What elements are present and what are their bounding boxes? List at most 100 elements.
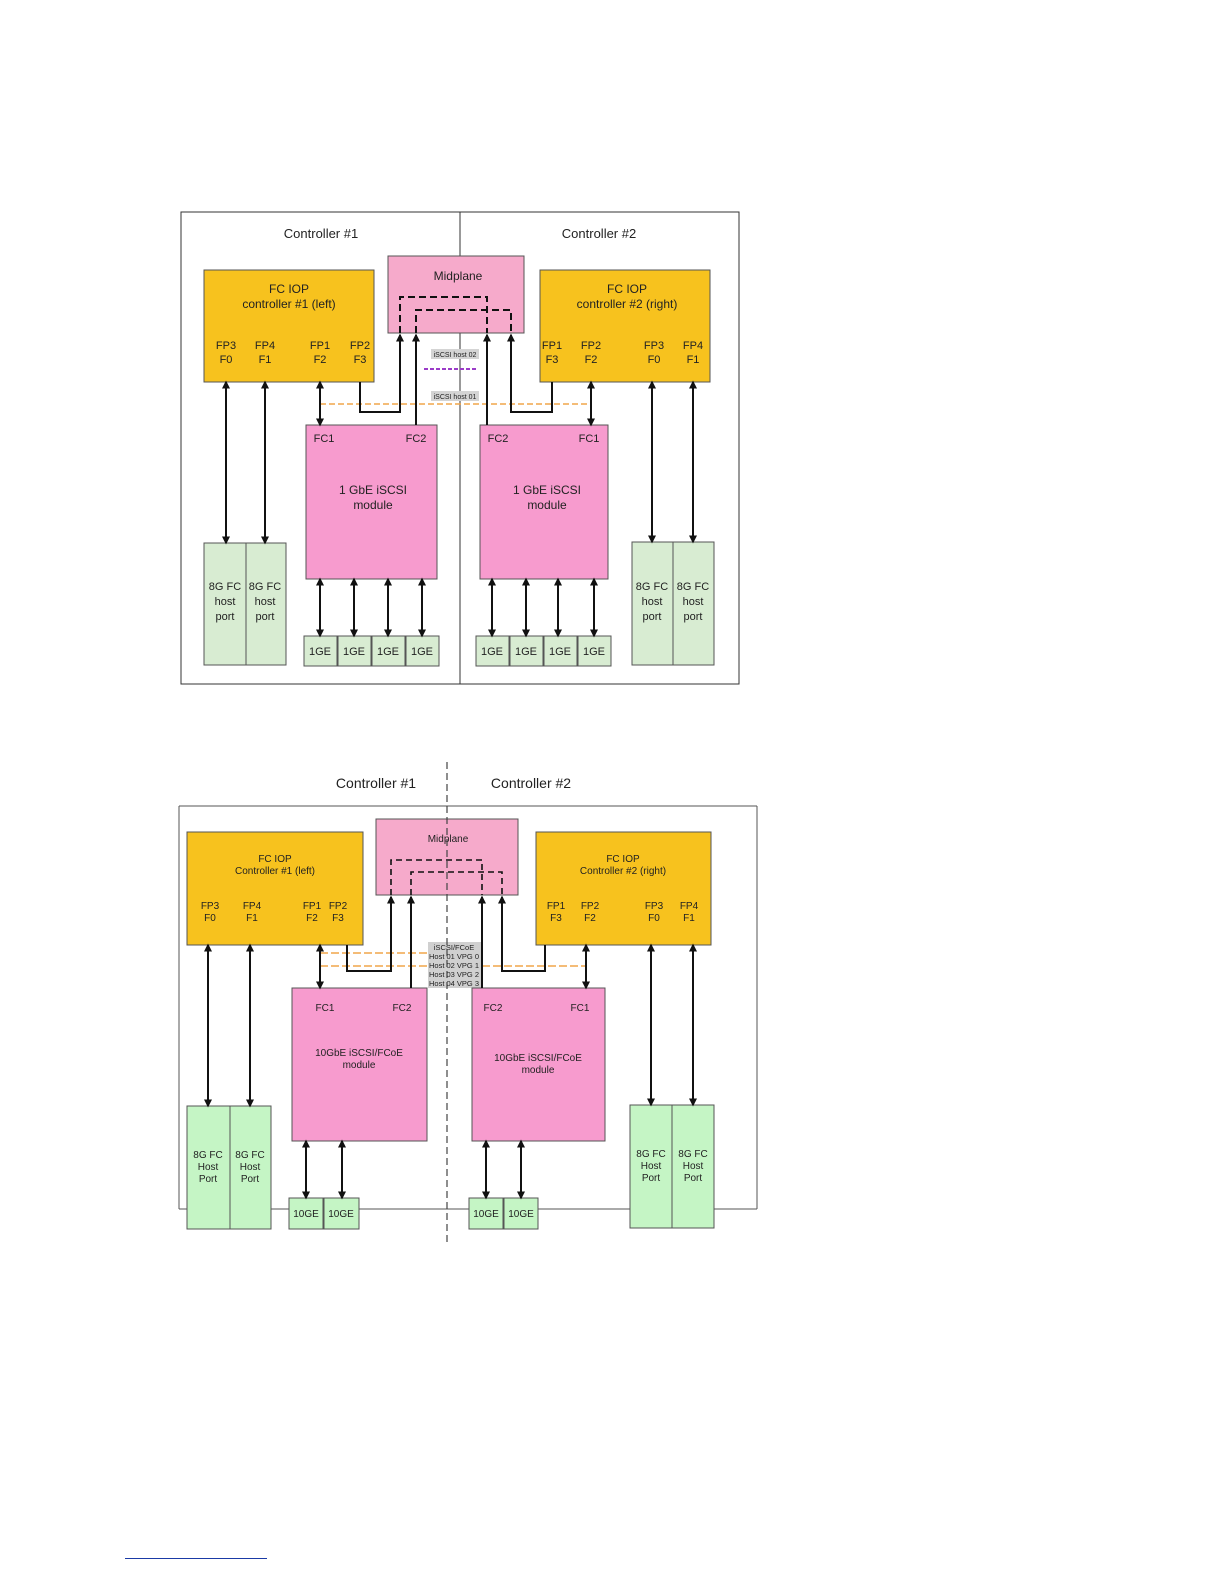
diagram-1-ge-port [303,635,338,667]
diagram-1-controller-1-label: Controller #1 [284,226,358,241]
diagram-1-ge-label: 1GE [411,646,433,658]
diagram-2-module-left-title: 10GbE iSCSI/FCoE [315,1048,403,1059]
footnote-rule [125,1558,267,1559]
diagram-1-host-port-label: 8G FC [209,581,241,593]
diagram-2-iop-right-f: F0 [648,913,660,924]
diagram-2-module-right [471,987,606,1142]
diagram-2-host-port-label: Port [199,1174,218,1185]
diagram-1-ge-label: 1GE [515,646,537,658]
diagram-1-host-port-label: 8G FC [249,581,281,593]
diagram-2-iop-right-fp: FP2 [581,901,600,912]
diagram-1-iop-right-f: F2 [585,354,598,366]
diagram-2-iop-left-f: F0 [204,913,216,924]
diagram-2-host-port-label: Host [240,1162,261,1173]
diagram-1-host-label: iSCSI host 02 [434,352,477,359]
diagram-1-host-label-box [431,391,479,401]
diagram-2-host-port-label: 8G FC [678,1149,707,1160]
diagram-1-midplane-path [507,333,553,413]
diagram-1-ge-port [475,635,510,667]
diagram-1-host-port [631,541,674,666]
diagram-1-host-port-label: 8G FC [677,581,709,593]
diagram-1-midplane-label: Midplane [434,269,483,283]
diagram-1-module-left-fc: FC1 [314,433,335,445]
diagram-2-host-label-box [428,942,481,988]
diagram-2-iop-right-fp: FP1 [547,901,566,912]
diagram-1-midplane-cross [399,296,512,333]
diagram-2-iop-right-fp: FP3 [645,901,664,912]
diagram-1-arrows [222,333,697,638]
diagram-2-controller-1-label: Controller #1 [336,775,416,791]
diagram-1-host-port-label: port [643,611,662,623]
diagram-1-ge-label: 1GE [309,646,331,658]
diagram-2-iop-right-title: FC IOP [606,854,640,865]
diagram-1-ge-port [577,635,612,667]
diagram-2-ge-port [503,1197,539,1230]
diagram-1-host-port-label: host [642,596,663,608]
diagram-1-iop-right-fp: FP2 [581,340,601,352]
diagram-1-host-port-label: port [256,611,275,623]
diagram-1-host-port-label: port [216,611,235,623]
diagram-1-midplane [387,255,525,334]
diagram-2-iop-left-fp: FP3 [201,901,220,912]
diagram-2-host-port-label: 8G FC [636,1149,665,1160]
diagram-1-host-port-label: host [683,596,704,608]
diagram-2-host-port-label: Port [684,1173,703,1184]
diagram-2-iop-left-f: F2 [306,913,318,924]
diagram-2-iop-right-fp: FP4 [680,901,699,912]
diagram-1-iop-right-fp: FP4 [683,340,703,352]
diagram-1-iop-right-f: F3 [546,354,559,366]
diagram-2-iop-left-f: F3 [332,913,344,924]
diagram-1-ge-port [543,635,578,667]
diagram-1-iop-right-subtitle: controller #2 (right) [577,297,678,311]
diagram-1-iop-left-title: FC IOP [269,282,309,296]
diagram-2-iop-right-f: F3 [550,913,562,924]
diagram-2-module-left [291,987,428,1142]
diagram-2-iop-right [535,831,712,946]
diagram-1-iop-left-f: F2 [314,354,327,366]
diagram-1-ge-port [337,635,372,667]
diagram-1-iop-right-f: F1 [687,354,700,366]
diagram-2-ge-port [323,1197,360,1230]
diagram-1-host-port-label: host [215,596,236,608]
diagram-1-ge-port [405,635,440,667]
diagram-1-ge-label: 1GE [549,646,571,658]
diagram-2-midplane-path [346,895,395,972]
diagram-2-ge-label: 10GE [473,1209,499,1220]
diagram-1-host-label-box [431,349,479,359]
diagram-1-iop-left-subtitle: controller #1 (left) [242,297,335,311]
diagram-2-host-label: iSCSI/FCoE [434,943,474,952]
diagram-1-iop-left-fp: FP2 [350,340,370,352]
diagram-2-host-port [629,1104,673,1229]
diagram-1-ge-label: 1GE [377,646,399,658]
diagram-1-host-label: iSCSI host 01 [434,394,477,401]
diagram-2-host-label: Host 03 VPG 2 [429,970,479,979]
diagram-1-iop-right [539,269,711,383]
diagram-2-module-right-title: 10GbE iSCSI/FCoE [494,1053,582,1064]
diagram-2: Controller #1 Controller #2 Midplane FC … [178,762,758,1246]
diagram-1-host-port-label: host [255,596,276,608]
diagram-1: Controller #1 Controller #2 Midplane FC … [180,211,740,685]
diagram-1-host-port-label: 8G FC [636,581,668,593]
diagram-2-host-port-label: Port [642,1173,661,1184]
diagram-1-module-left [305,424,438,580]
diagram-2-ge-label: 10GE [508,1209,534,1220]
diagram-2-iop-left [186,831,364,946]
diagram-1-ge-port [509,635,544,667]
diagram-1-iop-left-fp: FP1 [310,340,330,352]
diagram-1-module-left-fc: FC2 [406,433,427,445]
diagram-2-module-right-fc: FC2 [484,1003,503,1014]
diagram-2-host-port-label: 8G FC [193,1150,222,1161]
diagram-2-midplane-label: Midplane [428,834,469,845]
diagram-1-iop-left-f: F3 [354,354,367,366]
diagram-2-host-label: Host 02 VPG 1 [429,961,479,970]
diagram-1-ge-label: 1GE [343,646,365,658]
diagram-1-host-port [672,541,715,666]
diagram-2-controller-2-label: Controller #2 [491,775,571,791]
diagram-2-iop-right-f: F1 [683,913,695,924]
diagram-1-module-left-title: 1 GbE iSCSI [339,483,407,497]
diagram-2-iop-left-fp: FP1 [303,901,322,912]
diagram-2-iop-left-fp: FP4 [243,901,262,912]
diagram-1-controller-2-label: Controller #2 [562,226,636,241]
diagram-2-arrows [204,895,697,1200]
